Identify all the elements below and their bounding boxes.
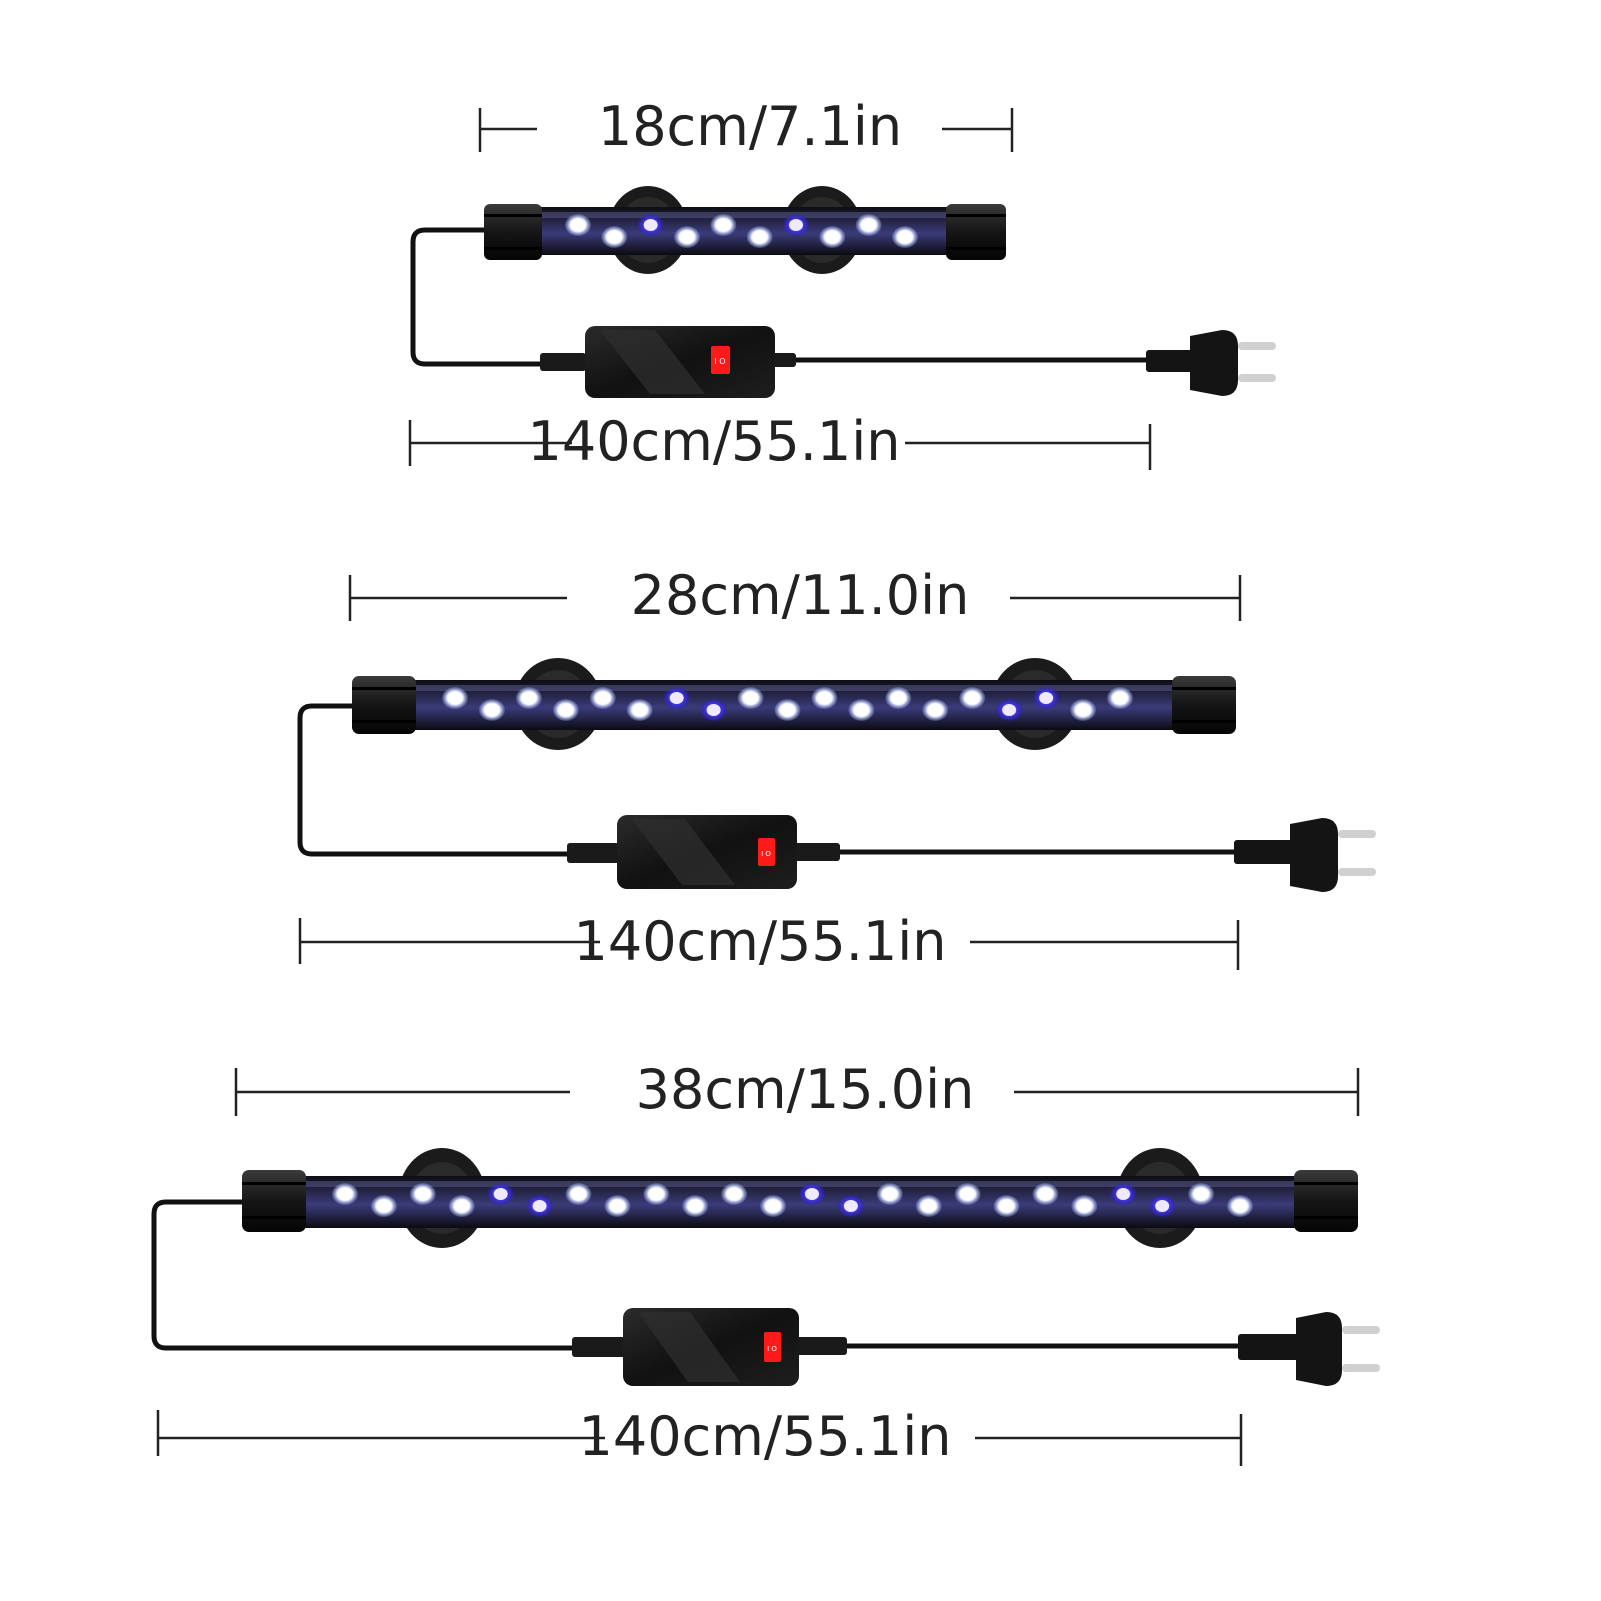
led-core	[649, 1188, 664, 1200]
svg-text:I O: I O	[714, 357, 725, 366]
led-core	[610, 1200, 625, 1212]
led-light-bar-icon	[352, 676, 1236, 734]
led-core	[825, 231, 840, 243]
eu-plug-icon	[1146, 330, 1276, 396]
bar-length-label: 28cm/11.0in	[631, 564, 970, 627]
led-core	[921, 1200, 936, 1212]
bar-length-dimension: 18cm/7.1in	[478, 95, 1014, 158]
cable-length-label: 140cm/55.1in	[578, 1405, 951, 1468]
led-core	[688, 1200, 703, 1212]
led-core	[960, 1188, 975, 1200]
led-core	[1116, 1188, 1131, 1200]
cable-length-dimension: 140cm/55.1in	[298, 910, 1240, 973]
light-unit-28cm: 28cm/11.0in I O	[297, 564, 1376, 973]
led-core	[1038, 1188, 1053, 1200]
end-cap	[352, 676, 416, 734]
led-core	[817, 692, 832, 704]
led-core	[376, 1200, 391, 1212]
cable-length-dimension: 140cm/55.1in	[408, 410, 1152, 473]
inline-switch-icon: I O	[572, 1308, 847, 1386]
led-core	[928, 704, 943, 716]
led-light-bar-icon	[484, 204, 1006, 260]
led-core	[493, 1188, 508, 1200]
led-core	[484, 704, 499, 716]
cable-length-label: 140cm/55.1in	[527, 410, 900, 473]
led-core	[1233, 1200, 1247, 1212]
bar-length-dimension: 38cm/15.0in	[234, 1058, 1360, 1121]
rocker-switch[interactable]	[758, 838, 775, 866]
led-core	[643, 219, 658, 231]
led-core	[743, 692, 758, 704]
led-core	[632, 704, 647, 716]
led-core	[706, 704, 721, 716]
led-core	[804, 1188, 819, 1200]
led-core	[1113, 692, 1127, 704]
led-core	[607, 231, 622, 243]
led-core	[999, 1200, 1014, 1212]
cable-length-dimension: 140cm/55.1in	[156, 1405, 1243, 1468]
end-cap	[946, 204, 1006, 260]
led-core	[1039, 692, 1054, 704]
led-core	[752, 231, 767, 243]
led-core	[532, 1200, 547, 1212]
led-core	[1077, 1200, 1092, 1212]
end-cap	[1294, 1170, 1358, 1232]
led-core	[843, 1200, 858, 1212]
cable-length-label: 140cm/55.1in	[573, 910, 946, 973]
rocker-switch[interactable]	[711, 346, 730, 374]
led-core	[595, 692, 610, 704]
light-unit-18cm: 18cm/7.1in	[408, 95, 1276, 473]
led-core	[680, 231, 694, 243]
led-core	[965, 692, 980, 704]
led-core	[571, 1188, 586, 1200]
led-core	[338, 1188, 352, 1200]
led-core	[861, 219, 876, 231]
led-core	[1194, 1188, 1209, 1200]
svg-text:I O: I O	[761, 850, 771, 858]
light-unit-38cm: 38cm/15.0in I O	[151, 1058, 1380, 1468]
end-cap	[1172, 676, 1236, 734]
power-cable	[297, 703, 575, 857]
end-cap	[242, 1170, 306, 1232]
bar-length-label: 38cm/15.0in	[636, 1058, 975, 1121]
led-core	[854, 704, 869, 716]
inline-switch-icon: I O	[567, 815, 840, 889]
power-cable	[410, 227, 545, 367]
bar-length-label: 18cm/7.1in	[598, 95, 902, 158]
led-core	[780, 704, 795, 716]
led-light-bar-icon	[242, 1170, 1358, 1232]
svg-text:I O: I O	[767, 1345, 777, 1353]
led-core	[898, 231, 912, 243]
led-core	[571, 219, 585, 231]
power-cable	[151, 1199, 580, 1351]
led-core	[789, 219, 803, 231]
led-core	[1076, 704, 1091, 716]
eu-plug-icon	[1238, 1312, 1380, 1386]
inline-switch-icon: I O	[540, 326, 796, 398]
led-core	[1155, 1200, 1170, 1212]
led-core	[669, 692, 684, 704]
end-cap	[484, 204, 542, 260]
led-core	[558, 704, 573, 716]
led-core	[727, 1188, 742, 1200]
rocker-switch[interactable]	[764, 1332, 781, 1362]
led-core	[891, 692, 906, 704]
led-core	[1002, 704, 1017, 716]
led-core	[716, 219, 731, 231]
led-core	[766, 1200, 781, 1212]
led-core	[415, 1188, 430, 1200]
bar-length-dimension: 28cm/11.0in	[348, 564, 1242, 627]
led-core	[448, 692, 462, 704]
led-core	[454, 1200, 469, 1212]
led-core	[521, 692, 536, 704]
led-core	[882, 1188, 897, 1200]
eu-plug-icon	[1234, 818, 1376, 892]
